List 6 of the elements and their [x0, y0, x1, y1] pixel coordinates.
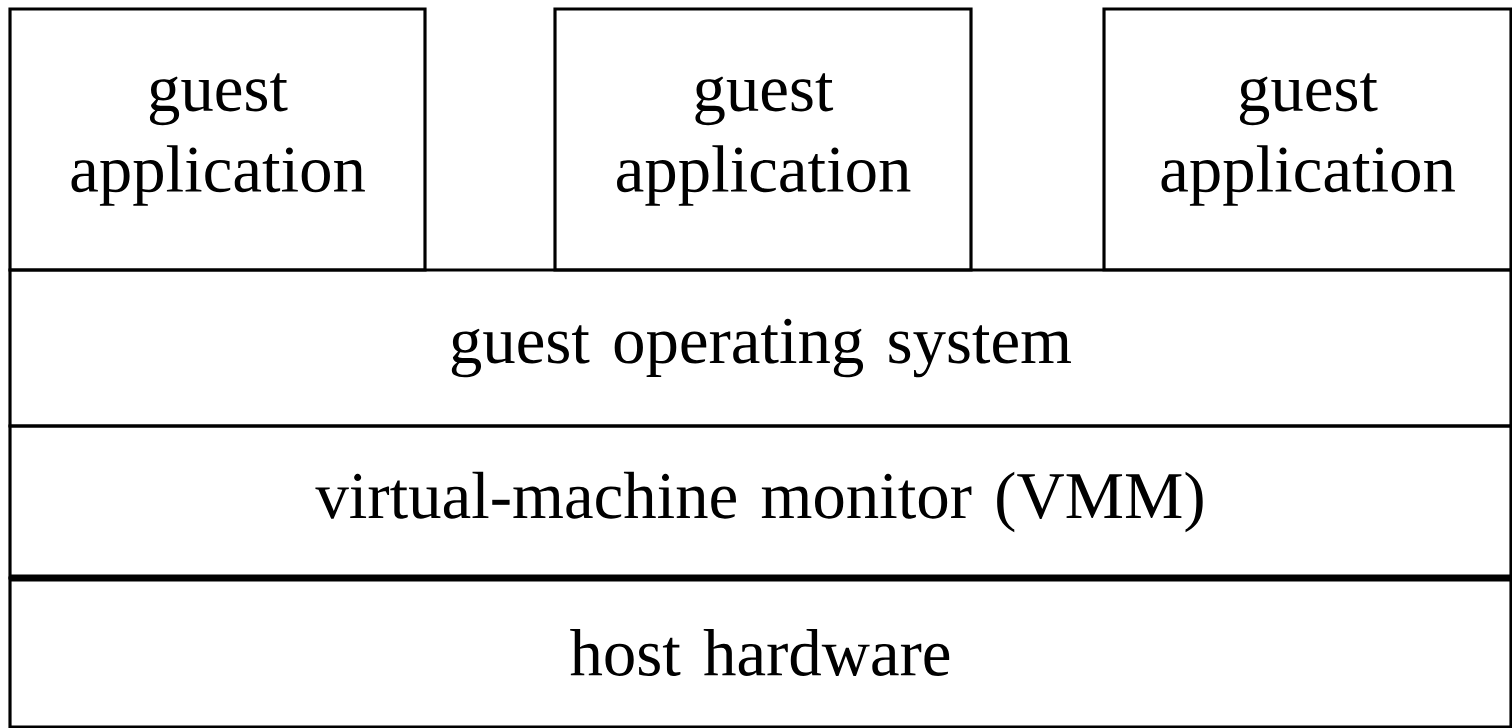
application-box: guest application	[8, 7, 427, 272]
layer-band: host hardware	[8, 576, 1512, 728]
layer-band: guest operating system	[8, 268, 1512, 428]
layer-band: virtual-machine monitor (VMM)	[8, 424, 1512, 580]
application-box: guest application	[1102, 7, 1512, 272]
application-box: guest application	[553, 7, 973, 272]
